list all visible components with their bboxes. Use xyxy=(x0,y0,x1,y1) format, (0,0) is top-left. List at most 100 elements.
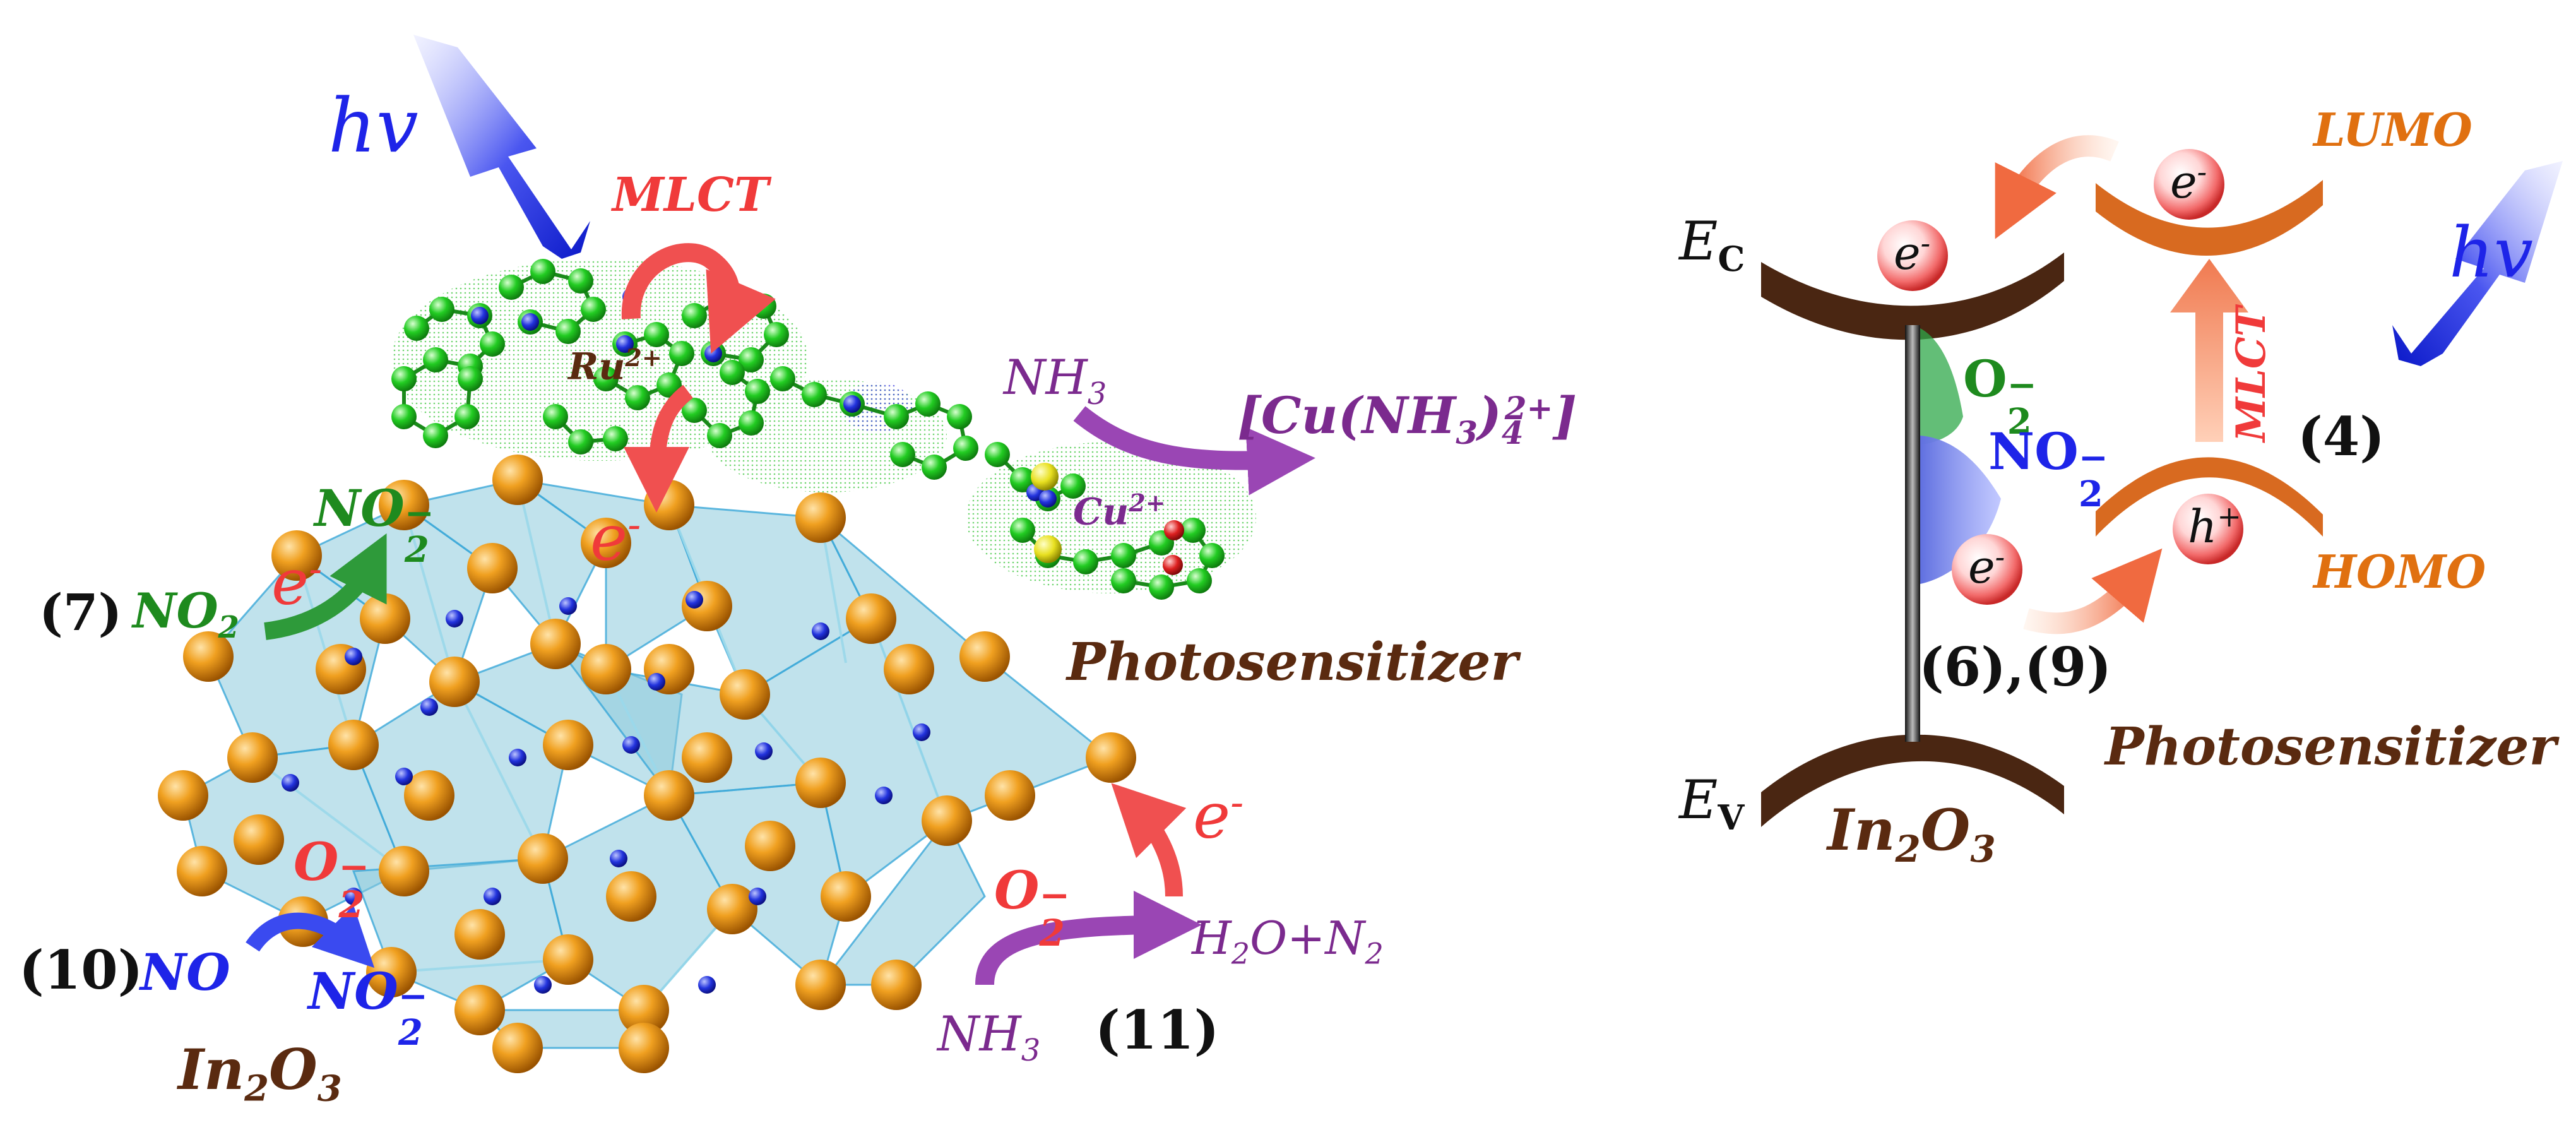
indium-atom xyxy=(379,480,429,530)
carbon-atom xyxy=(543,404,568,429)
lumo-electron-label: e- xyxy=(2170,155,2207,208)
carbon-atom xyxy=(764,322,789,347)
products-11: H2O+N2 xyxy=(1192,912,1384,971)
carbon-atom xyxy=(1199,543,1225,568)
indium-atom xyxy=(619,985,669,1035)
conduction-band xyxy=(1761,253,2064,340)
indium-atom xyxy=(158,770,208,821)
electron-to-homo-arrow xyxy=(2023,548,2163,634)
complexation-arrow xyxy=(1073,406,1315,496)
indium-atom xyxy=(379,846,429,896)
ec-label: EC xyxy=(1679,210,1745,279)
carbon-atom xyxy=(593,366,619,391)
lumo-electron-bubble xyxy=(2154,149,2224,220)
carbon-atom xyxy=(751,294,776,319)
carbon-atom xyxy=(669,341,694,366)
oxygen-atom xyxy=(395,768,413,785)
oxygen-atom xyxy=(755,742,773,760)
oxygen-atom xyxy=(345,648,362,665)
in2o3-label-left: In2O3 xyxy=(178,1037,342,1110)
copper-ammine-complex-label: [Cu(NH3)42+] xyxy=(1237,386,1577,451)
hv-label-left: hv xyxy=(328,82,418,169)
indium-atom xyxy=(227,732,278,783)
oxygen-atom xyxy=(446,610,463,627)
indium-atom xyxy=(183,631,234,682)
no2-product-7: NO−2 xyxy=(314,479,434,571)
indium-atom xyxy=(922,795,972,846)
carbon-atom xyxy=(581,297,606,322)
reaction-10-arrow xyxy=(246,905,375,968)
cb-electron-bubble xyxy=(1877,220,1948,291)
reaction-11-arrow xyxy=(975,891,1202,985)
carbon-atom xyxy=(682,303,707,328)
carbon-atom xyxy=(707,423,732,448)
mlct-arrow-right xyxy=(2170,259,2248,442)
electron-label-11: e- xyxy=(1193,778,1244,853)
carbon-atom xyxy=(1073,549,1098,574)
carbon-atom xyxy=(890,442,915,467)
carbon-atom xyxy=(1060,473,1086,499)
carbon-atom xyxy=(568,429,593,455)
carbon-atom xyxy=(391,366,417,391)
oxygen-atom xyxy=(686,591,703,609)
oxygen-atom xyxy=(913,723,930,741)
carbon-atom xyxy=(625,385,650,410)
indium-atom xyxy=(404,770,454,821)
carbon-atom xyxy=(770,366,795,391)
o2-state-label: O−2 xyxy=(1963,349,2037,443)
indium-atom xyxy=(644,770,694,821)
oxygen-atom xyxy=(749,888,766,905)
indium-atom xyxy=(707,884,757,934)
oxygen-atom xyxy=(534,976,552,994)
oxygen-atom xyxy=(812,622,829,640)
nitrogen-atom xyxy=(616,335,634,353)
oxygen-atom xyxy=(559,597,577,615)
homo-hole-label: h+ xyxy=(2188,499,2241,553)
in2o3-crystal-structure xyxy=(158,455,1136,1073)
carbon-atom xyxy=(1010,518,1035,543)
carbon-atom xyxy=(1187,568,1212,593)
ru-ion-label: Ru2+ xyxy=(568,343,662,388)
indium-atom xyxy=(271,530,322,581)
oxygen-atom xyxy=(420,698,438,716)
in2o3-label-right: In2O3 xyxy=(1827,797,1996,871)
indium-atom xyxy=(328,720,379,770)
indium-atom xyxy=(467,543,518,593)
nitrogen-atom xyxy=(704,345,722,362)
carbon-atom xyxy=(499,275,524,300)
indium-atom xyxy=(745,821,795,871)
indium-atom xyxy=(429,657,480,707)
indium-atom xyxy=(884,644,934,694)
carbon-atom xyxy=(568,268,593,294)
nh3-label-top: NH3 xyxy=(1004,349,1107,412)
no2-state-distribution xyxy=(1920,436,2001,584)
superoxide-label-left: O−2 xyxy=(294,832,370,926)
sulfur-atom xyxy=(1034,535,1062,563)
indium-atom xyxy=(682,732,732,783)
indium-atom xyxy=(871,960,922,1010)
ev-label: EV xyxy=(1679,769,1745,838)
cb-electron-label: e- xyxy=(1894,226,1931,280)
indium-atom xyxy=(454,985,505,1035)
lumo-to-cb-arrow xyxy=(1995,135,2119,239)
nitrogen-atom xyxy=(521,313,539,331)
reaction-11-label: (11) xyxy=(1095,999,1220,1061)
carbon-atom xyxy=(720,360,745,385)
band-diagram xyxy=(1761,135,2563,827)
no2-reactant-7: NO2 xyxy=(133,583,240,646)
carbon-atom xyxy=(423,423,448,448)
carbon-atom xyxy=(985,442,1010,467)
carbon-atom xyxy=(745,379,770,404)
carbon-atom xyxy=(480,331,505,357)
carbon-atom xyxy=(530,259,555,284)
carbon-atom xyxy=(1111,568,1136,593)
carbon-atom xyxy=(682,398,707,423)
nitrogen-atom xyxy=(471,307,489,324)
sulfur-atom xyxy=(1031,463,1059,491)
nh3-reactant-11: NH3 xyxy=(937,1006,1041,1069)
carbon-atom xyxy=(884,404,909,429)
indium-atom xyxy=(366,947,417,997)
carbon-atom xyxy=(644,322,669,347)
nitrogen-atom xyxy=(1039,490,1057,508)
